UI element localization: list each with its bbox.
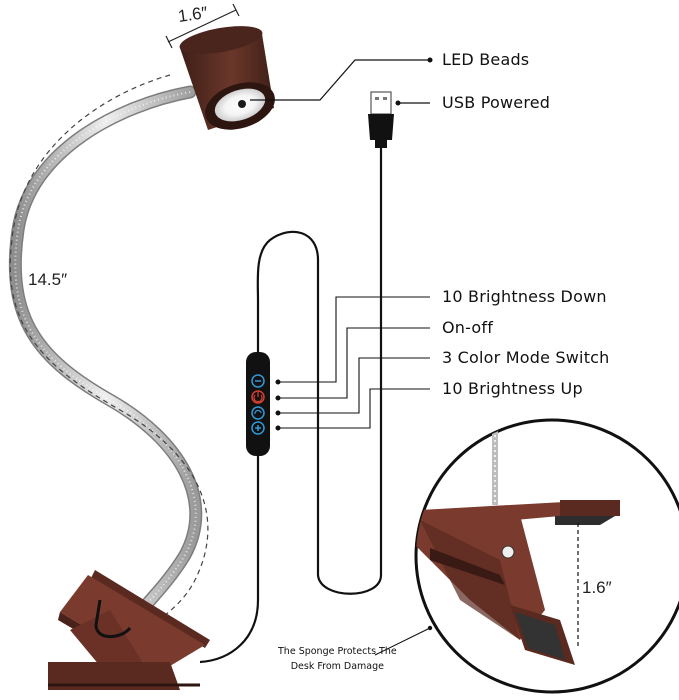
base-clamp	[48, 570, 210, 690]
usb-plug	[368, 91, 394, 148]
gooseneck-length-label: 14.5″	[28, 270, 68, 289]
sponge-note-line1: The Sponge Protects The	[278, 646, 397, 657]
callout-on-off: On-off	[442, 318, 494, 337]
callout-usb-powered: USB Powered	[442, 93, 551, 112]
callout-led-beads: LED Beads	[442, 50, 530, 69]
callout-brightness-down: 10 Brightness Down	[442, 287, 607, 306]
inline-switch	[246, 352, 270, 456]
button-leaders	[278, 296, 430, 429]
sponge-note-line2: Desk From Damage	[290, 661, 384, 672]
zoom-detail	[414, 418, 679, 694]
sponge-note: The Sponge Protects The Desk From Damage	[278, 644, 397, 674]
head-width-label: 1.6″	[176, 3, 209, 26]
callout-color-mode: 3 Color Mode Switch	[442, 348, 610, 367]
lamp-head	[179, 26, 275, 130]
clamp-opening-label: 1.6″	[582, 578, 612, 597]
callout-brightness-up: 10 Brightness Up	[442, 379, 583, 398]
length-guide	[9, 74, 209, 641]
usb-cable	[256, 148, 383, 595]
